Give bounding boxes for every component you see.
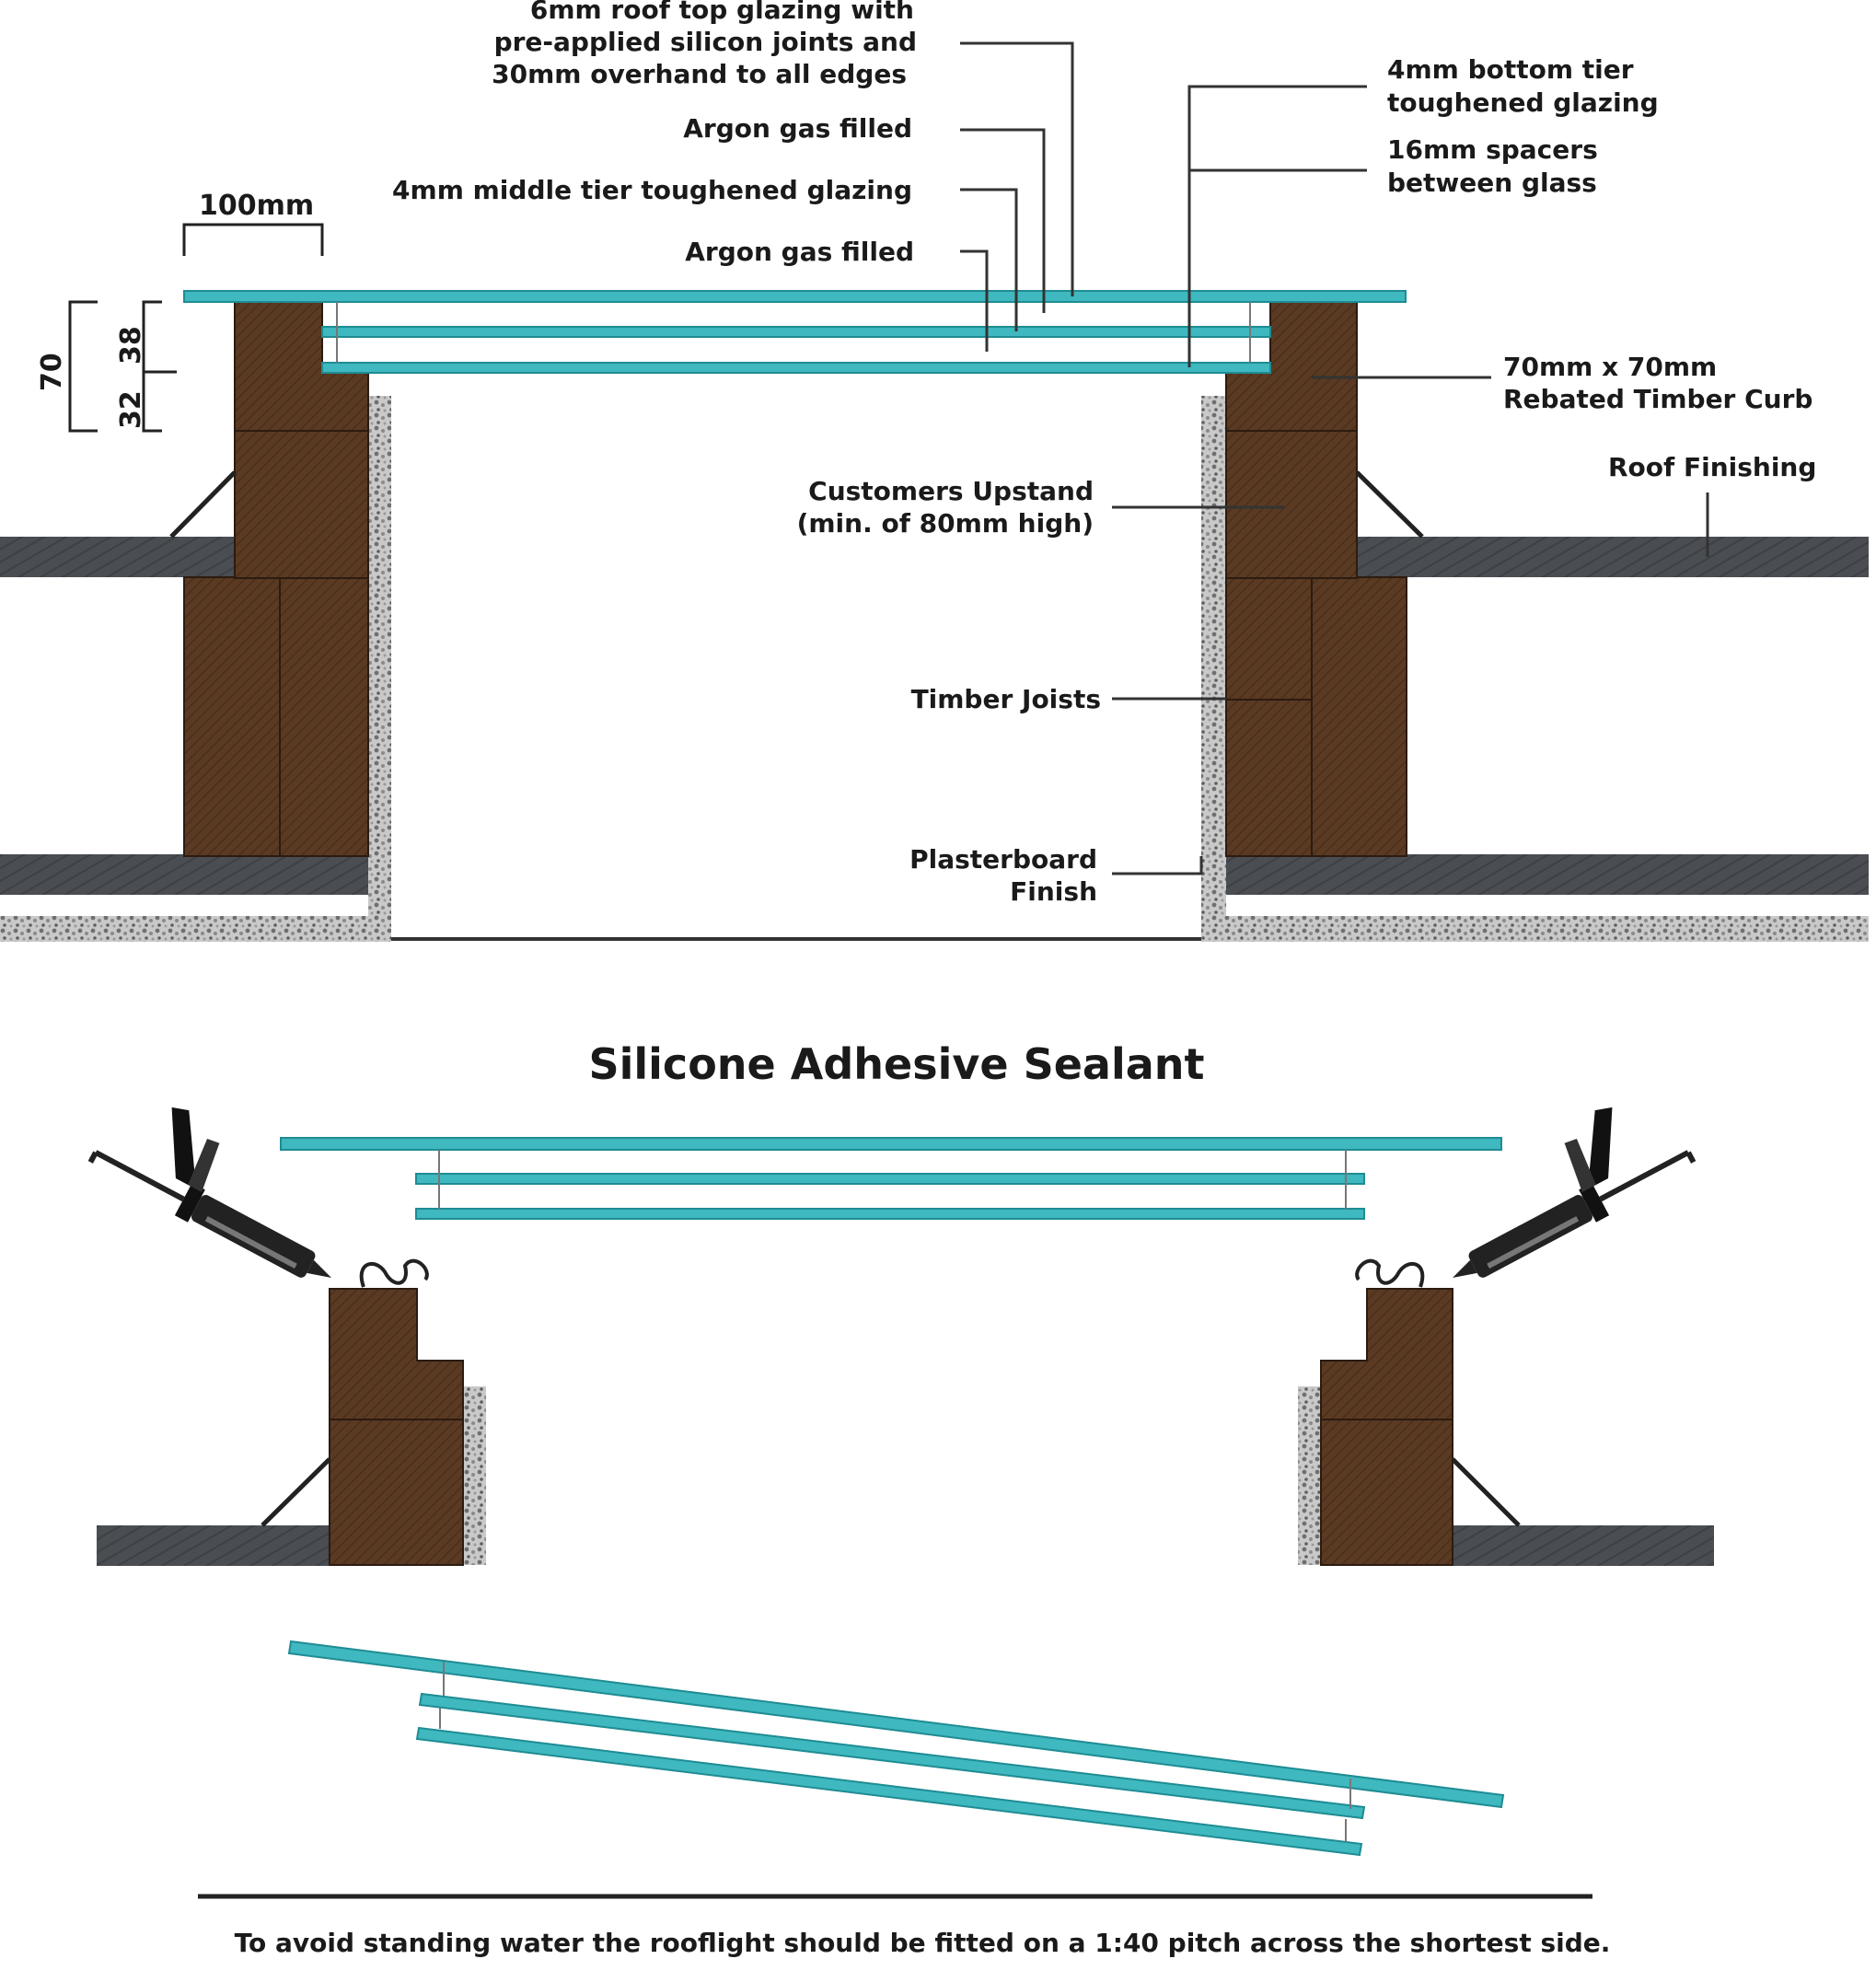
label-roof-glazing-line1: 6mm roof top glazing with xyxy=(530,0,914,25)
sealant-deck-left xyxy=(97,1525,331,1566)
label-argon-gas-2: Argon gas filled xyxy=(685,237,914,267)
label-argon-gas-1: Argon gas filled xyxy=(683,113,912,144)
dim-width-label: 100mm xyxy=(199,190,314,222)
leader-lines xyxy=(960,41,1709,875)
sealant-glass-middle xyxy=(415,1173,1365,1185)
label-roof-glazing-line3: 30mm overhand to all edges xyxy=(492,59,907,89)
silicone-bead-left xyxy=(359,1258,429,1288)
plaster-strip-right xyxy=(1201,916,1869,942)
ceiling-board-left xyxy=(0,854,368,895)
sealant-curb-left xyxy=(329,1288,464,1566)
label-upstand-line1: Customers Upstand xyxy=(808,476,1094,506)
sealant-glass-top xyxy=(280,1137,1502,1151)
silicone-bead-right xyxy=(1355,1258,1425,1288)
sealant-curb-right xyxy=(1320,1288,1453,1566)
glass-middle-pane xyxy=(321,326,1271,338)
section-title: Silicone Adhesive Sealant xyxy=(589,1039,1205,1089)
pitched-glass-bottom xyxy=(415,1726,1363,1857)
label-upstand-line2: (min. of 80mm high) xyxy=(797,508,1094,539)
glass-top-pane xyxy=(183,290,1407,303)
plasterboard-right xyxy=(1201,396,1226,939)
label-plasterboard-line1: Plasterboard xyxy=(909,844,1097,875)
label-spacers-line1: 16mm spacers xyxy=(1387,134,1598,165)
sealant-plaster-right xyxy=(1298,1386,1321,1565)
dim-lower: 32 xyxy=(115,390,147,429)
dim-upper: 38 xyxy=(115,326,147,365)
label-bottom-tier-line1: 4mm bottom tier xyxy=(1387,54,1634,85)
upstand-left xyxy=(234,430,369,579)
timber-joist-right xyxy=(1225,576,1407,857)
label-spacers-line2: between glass xyxy=(1387,168,1597,198)
label-plasterboard-line2: Finish xyxy=(1010,876,1097,907)
sealant-deck-right xyxy=(1452,1525,1714,1566)
caulking-gun-right xyxy=(1453,1107,1697,1278)
upstand-right xyxy=(1225,430,1358,579)
label-timber-joists: Timber Joists xyxy=(911,684,1101,714)
label-bottom-tier-line2: toughened glazing xyxy=(1387,87,1659,118)
caulking-gun-left xyxy=(87,1107,331,1278)
timber-joist-left xyxy=(183,576,369,857)
glass-bottom-pane xyxy=(321,362,1271,374)
dim-total-height: 70 xyxy=(36,353,68,391)
label-curb-line1: 70mm x 70mm xyxy=(1503,352,1717,382)
label-roof-finishing: Roof Finishing xyxy=(1608,452,1816,482)
pitched-glass-middle xyxy=(418,1692,1366,1820)
sealant-glass-bottom xyxy=(415,1208,1365,1220)
roof-deck-right xyxy=(1357,537,1869,577)
roof-deck-left xyxy=(0,537,235,577)
footnote: To avoid standing water the rooflight sh… xyxy=(235,1928,1611,1958)
plasterboard-left xyxy=(368,396,391,939)
plaster-strip-left xyxy=(0,916,391,942)
sealant-plaster-left xyxy=(463,1386,486,1565)
label-roof-glazing-line2: pre-applied silicon joints and xyxy=(494,27,917,57)
pitched-glass-top xyxy=(287,1640,1505,1809)
ceiling-board-right xyxy=(1226,854,1869,895)
label-curb-line2: Rebated Timber Curb xyxy=(1503,384,1812,414)
label-middle-tier: 4mm middle tier toughened glazing xyxy=(392,175,912,205)
